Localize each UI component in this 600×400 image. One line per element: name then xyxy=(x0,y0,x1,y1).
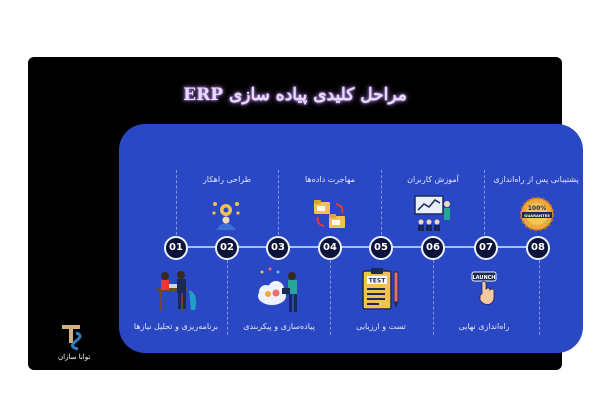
guarantee-pct-text: 100% xyxy=(528,205,547,212)
training-board-icon xyxy=(414,195,450,231)
guarantee-badge-icon: 100% GUARANTEE xyxy=(520,197,554,231)
brain-gears-icon xyxy=(212,202,240,230)
brand-logo-icon xyxy=(62,325,82,351)
folder-transfer-icon xyxy=(314,200,345,228)
step-03-label: پیاده‌سازی و پیکربندی xyxy=(243,322,315,331)
step-divider xyxy=(278,170,279,240)
step-02-label: طراحی راهکار xyxy=(202,175,252,184)
step-07-label: راه‌اندازی نهایی xyxy=(458,322,510,331)
step-06-node: 06 xyxy=(421,236,445,260)
timeline-line xyxy=(175,246,539,248)
launch-text: LAUNCH xyxy=(472,275,495,281)
step-08-node: 08 xyxy=(526,236,550,260)
meeting-icon xyxy=(157,271,197,311)
step-divider xyxy=(381,170,382,240)
page-title: مراحل کلیدی پیاده سازی ERP xyxy=(183,85,407,105)
guarantee-text: GUARANTEE xyxy=(524,213,550,218)
developer-cloud-icon xyxy=(258,267,297,312)
test-text: TEST xyxy=(369,278,387,285)
step-divider xyxy=(176,170,177,240)
step-04-label: مهاجرت داده‌ها xyxy=(304,175,356,184)
step-07-node: 07 xyxy=(474,236,498,260)
step-05-label: تست و ارزیابی xyxy=(356,322,406,331)
step-05-node: 05 xyxy=(369,236,393,260)
step-03-node: 03 xyxy=(266,236,290,260)
step-02-node: 02 xyxy=(215,236,239,260)
launch-button-icon: LAUNCH xyxy=(471,271,497,305)
step-08-label: پشتیبانی پس از راه‌اندازی xyxy=(493,175,579,184)
step-divider xyxy=(539,255,540,335)
step-01-label: برنامه‌ریزی و تحلیل نیازها xyxy=(133,322,219,331)
step-06-label: آموزش کاربران xyxy=(407,175,459,184)
step-divider xyxy=(330,255,331,335)
brand-name: توانا سازان xyxy=(58,353,91,361)
test-clipboard-icon: TEST xyxy=(362,268,399,310)
step-04-node: 04 xyxy=(318,236,342,260)
step-divider xyxy=(227,255,228,335)
step-divider xyxy=(484,170,485,240)
step-01-node: 01 xyxy=(164,236,188,260)
timeline-panel xyxy=(119,124,583,353)
step-divider xyxy=(433,255,434,335)
